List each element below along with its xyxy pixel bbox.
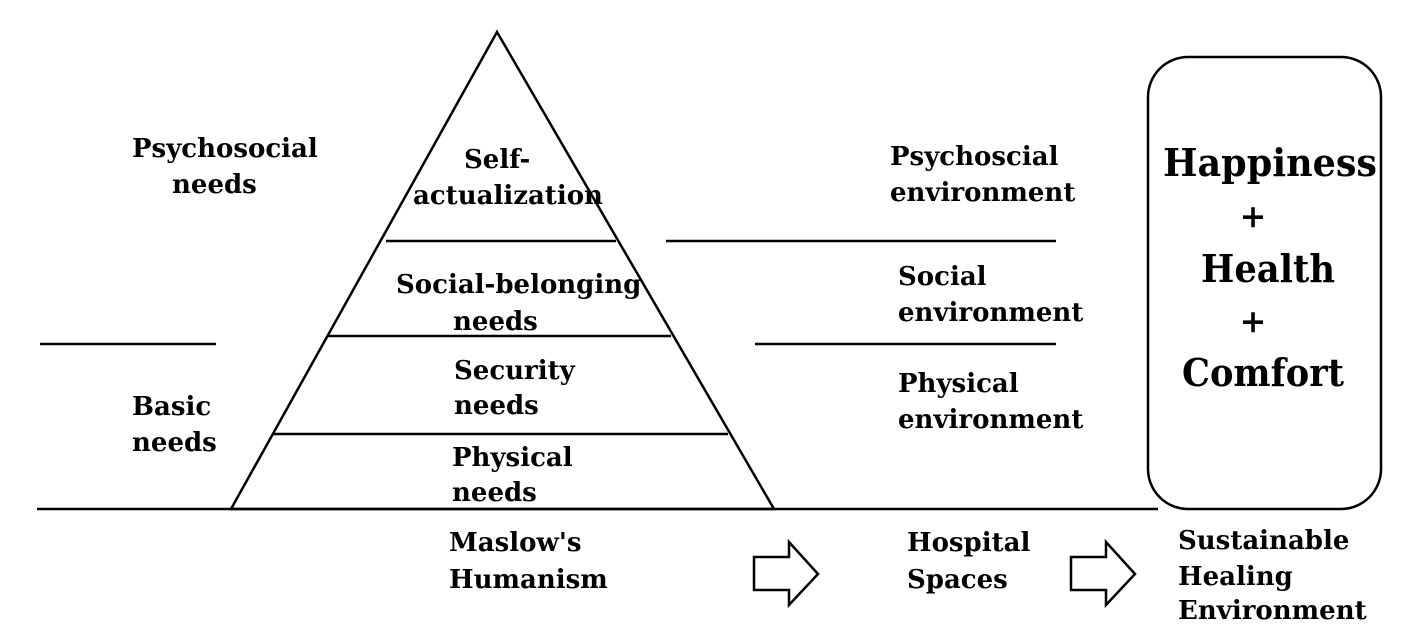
level-security: Security needs (454, 356, 584, 421)
outcome-happiness: Happiness (1163, 140, 1377, 185)
label-psychosocial-needs: Psychosocial needs (132, 134, 327, 200)
outcome-plus-1: + (1240, 197, 1267, 235)
bottom-hospital: Hospital Spaces (907, 528, 1039, 595)
bottom-maslow: Maslow's Humanism (449, 528, 608, 595)
level-physical: Physical needs (452, 443, 582, 508)
env-psychosocial: Psychoscial environment (890, 142, 1075, 208)
level-social-belonging: Social-belonging needs (396, 270, 650, 337)
right-arrow-icon (752, 538, 820, 609)
env-social: Social environment (898, 262, 1083, 328)
outcome-comfort: Comfort (1182, 350, 1344, 395)
outcome-health: Health (1201, 246, 1335, 291)
right-arrow-icon (1069, 538, 1137, 609)
outcome-box (1146, 55, 1383, 511)
level-self-actualization: Self- actualization (413, 145, 603, 211)
label-basic-needs: Basic needs (132, 392, 220, 458)
bottom-sustainable: Sustainable Healing Environment (1178, 526, 1367, 626)
env-physical: Physical environment (898, 369, 1083, 435)
outcome-plus-2: + (1240, 302, 1267, 340)
